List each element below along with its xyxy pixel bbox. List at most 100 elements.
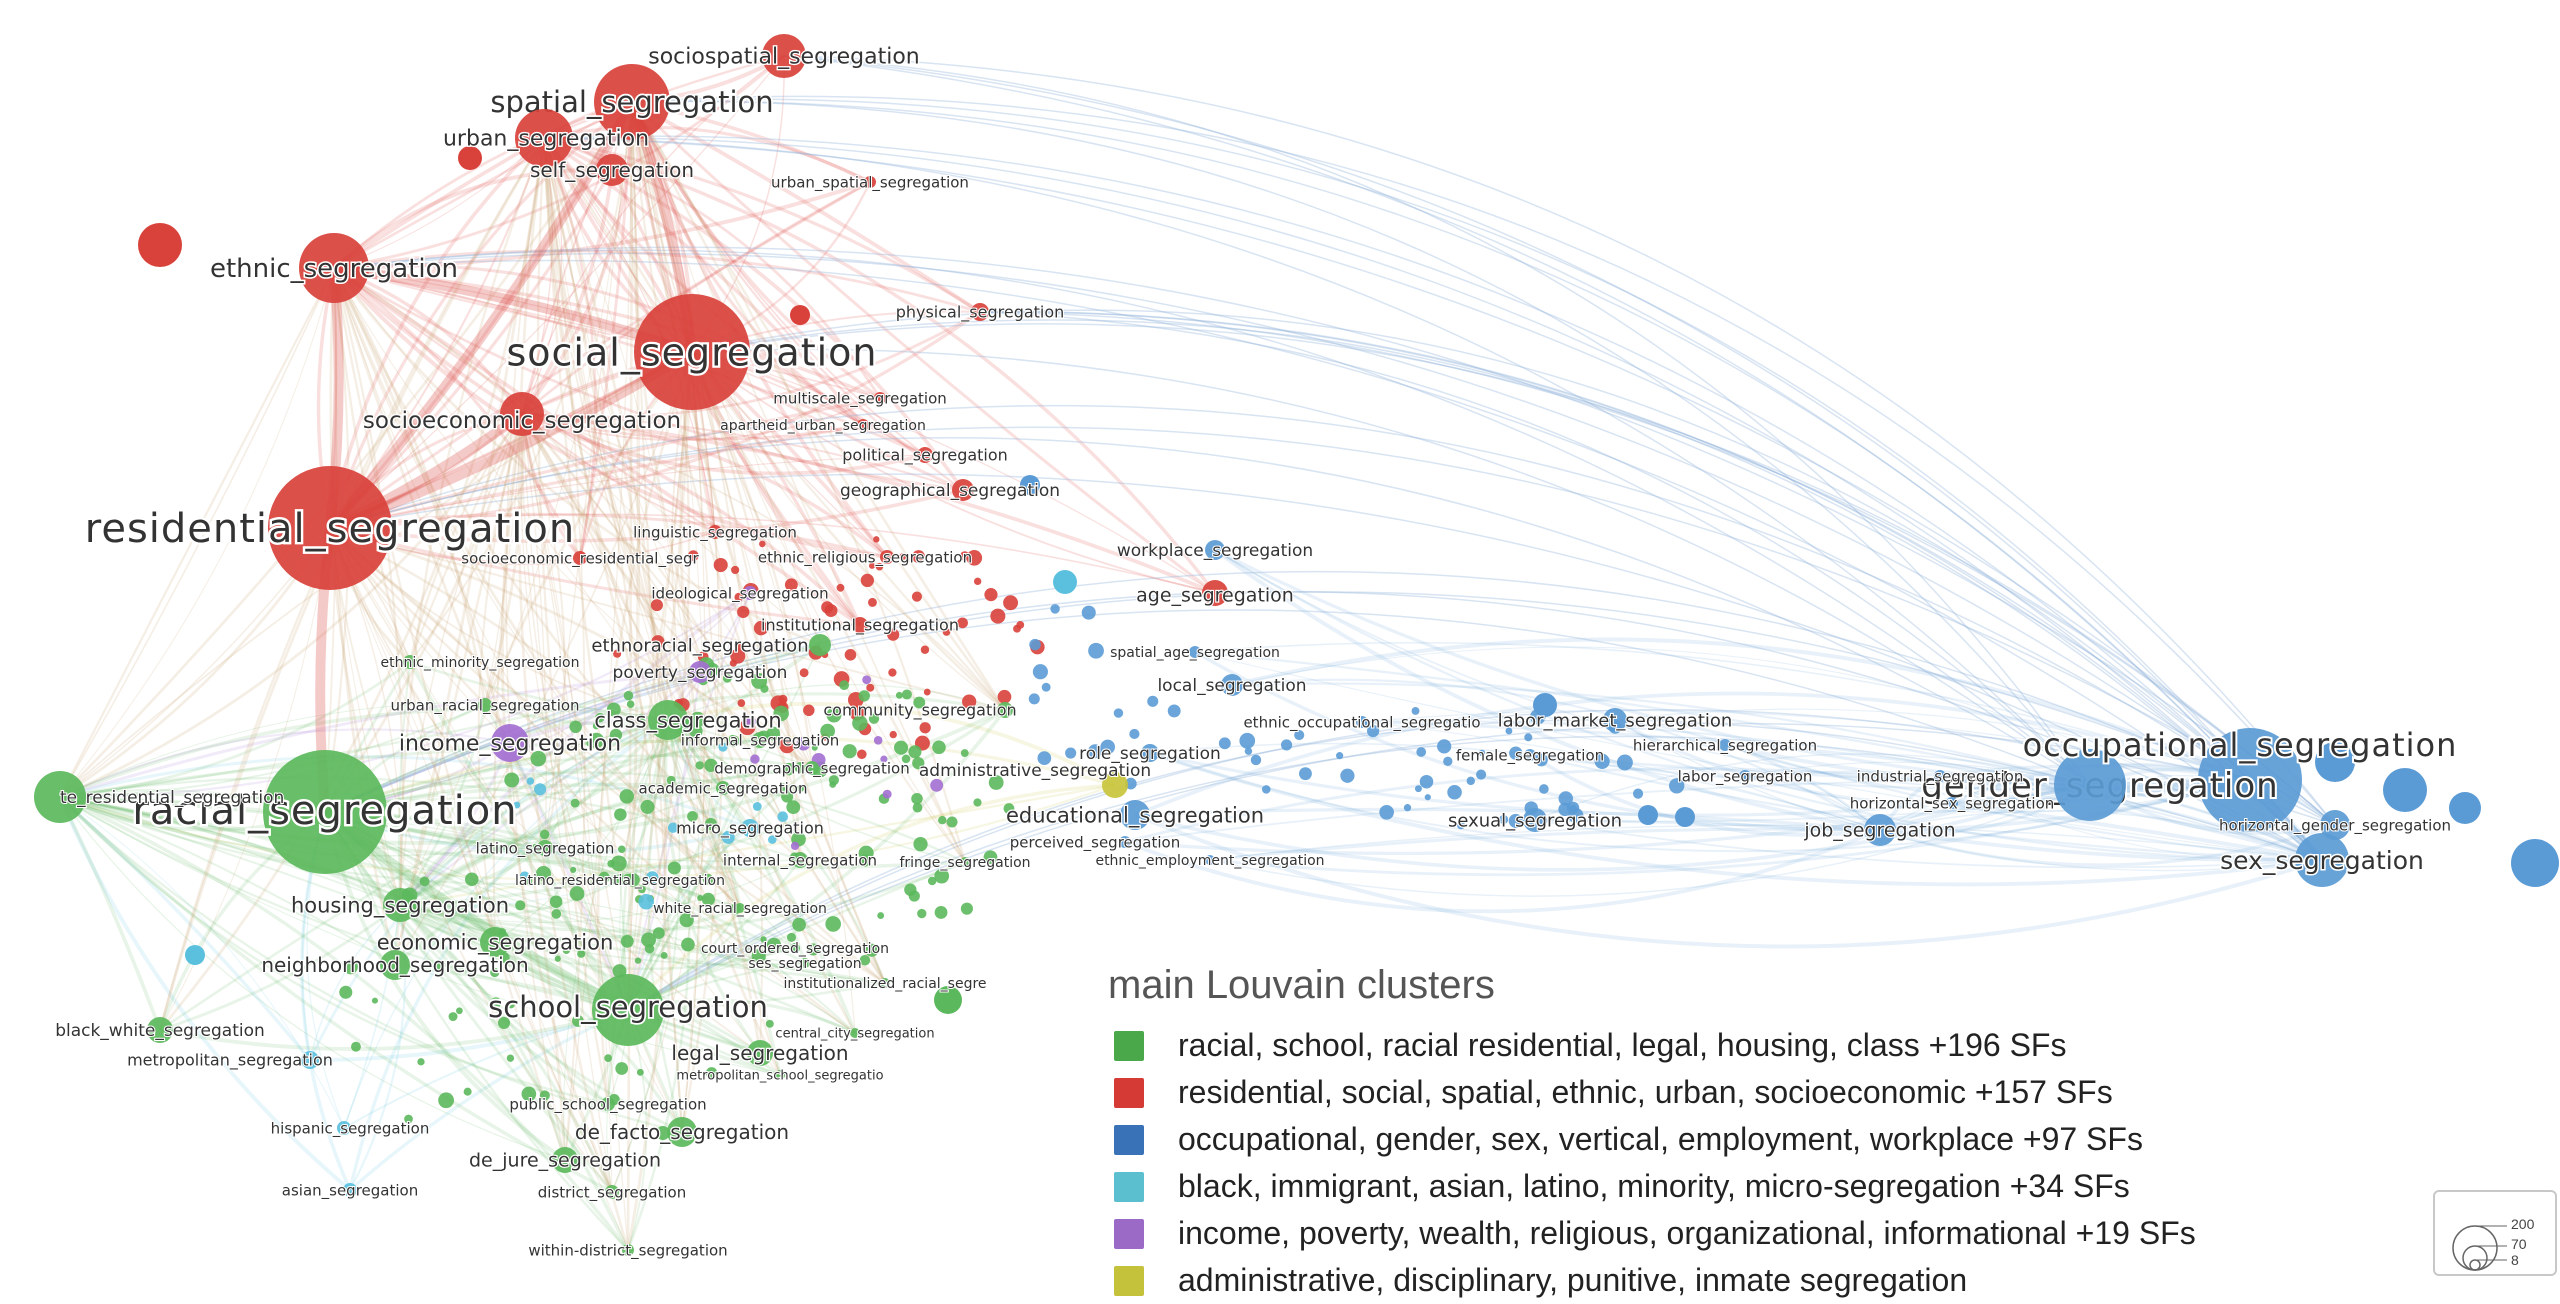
node-circle[interactable] (971, 303, 989, 321)
node-apartheid-urban-segregation[interactable]: apartheid_urban_segregation (719, 417, 927, 435)
node-circle[interactable] (1221, 674, 1243, 696)
node-circle[interactable] (800, 958, 810, 968)
node-horizontal-gender-segregation[interactable]: horizontal_gender_segregation (2218, 810, 2452, 840)
node-circle[interactable] (1189, 646, 1201, 658)
node-circle[interactable] (480, 927, 510, 957)
node-spatial-segregation[interactable]: spatial_segregation (489, 64, 775, 140)
node-circle[interactable] (2054, 749, 2126, 821)
node-central-city-segregation[interactable]: central_city_segregation (774, 1026, 935, 1043)
node-within-district-segregation[interactable]: within-district_segregation (527, 1240, 728, 1261)
node-circle[interactable] (552, 1147, 578, 1173)
node-school-segregation[interactable]: school_segregation (486, 974, 770, 1046)
node-demographic-segregation[interactable]: demographic_segregation (713, 758, 910, 779)
node-circle[interactable] (594, 64, 670, 140)
node-circle[interactable] (880, 550, 894, 564)
node-circle[interactable] (615, 875, 625, 885)
node-horizontal-sex-segregation[interactable]: horizontal_sex_segregation (1849, 793, 2056, 814)
node-circle[interactable] (403, 655, 417, 669)
node-circle[interactable] (1205, 540, 1225, 560)
node-circle[interactable] (708, 525, 722, 539)
node-circle[interactable] (1141, 744, 1159, 762)
node-circle[interactable] (1119, 836, 1131, 848)
node-circle[interactable] (880, 978, 890, 988)
node-circle[interactable] (747, 1040, 773, 1066)
node-circle[interactable] (299, 233, 369, 303)
node-de-facto-segregation[interactable]: de_facto_segregation (574, 1117, 790, 1147)
node-district-segregation[interactable]: district_segregation (537, 1182, 687, 1203)
node-racial-segregation[interactable]: racial_segregation (130, 750, 519, 874)
node-linguistic-segregation[interactable]: linguistic_segregation (632, 522, 798, 543)
node-circle[interactable] (2198, 728, 2302, 832)
node-ideological-segregation[interactable]: ideological_segregation (650, 583, 829, 604)
node-circle[interactable] (592, 974, 664, 1046)
node-circle[interactable] (792, 852, 808, 868)
node-circle[interactable] (2295, 833, 2349, 887)
node-circle[interactable] (997, 702, 1013, 718)
node-residential-segregation[interactable]: residential_segregation (82, 466, 577, 590)
node-circle[interactable] (634, 294, 750, 410)
node-circle[interactable] (34, 771, 86, 823)
node-circle[interactable] (1356, 716, 1368, 728)
node-spatial-age-segregation[interactable]: spatial_age_segregation (1109, 644, 1281, 662)
node-circle[interactable] (852, 617, 868, 633)
node-latino-residential-segregation[interactable]: latino_residential_segregation (514, 872, 726, 890)
node-self-segregation[interactable]: self_segregation (529, 154, 695, 186)
node-community-segregation[interactable]: community_segregation (822, 700, 1017, 722)
node-circle[interactable] (864, 176, 876, 188)
node-circle[interactable] (790, 943, 800, 953)
node-fringe-segregation[interactable]: fringe_segregation (898, 854, 1031, 872)
node-circle[interactable] (1864, 814, 1896, 846)
node-ses-segregation[interactable]: ses_segregation (747, 955, 862, 973)
node-income-segregation[interactable]: income_segregation (398, 724, 622, 762)
node-circle[interactable] (805, 761, 819, 775)
node-circle[interactable] (716, 781, 730, 795)
node-neighborhood-segregation[interactable]: neighborhood_segregation (260, 950, 530, 980)
node-sex-segregation[interactable]: sex_segregation (2219, 833, 2425, 887)
node-circle[interactable] (960, 857, 970, 867)
node-ethnoracial-segregation[interactable]: ethnoracial_segregation (590, 634, 831, 657)
node-white-racial-segregation[interactable]: white_racial_segregation (652, 900, 828, 918)
node-circle[interactable] (775, 1070, 785, 1080)
node-job-segregation[interactable]: job_segregation (1802, 814, 1957, 846)
node-political-segregation[interactable]: political_segregation (841, 445, 1009, 467)
node-circle[interactable] (573, 551, 587, 565)
node-circle[interactable] (337, 1121, 351, 1135)
node-social-segregation[interactable]: social_segregation (504, 294, 879, 410)
node-institutional-segregation[interactable]: institutional_segregation (760, 615, 960, 637)
node-workplace-segregation[interactable]: workplace_segregation (1116, 540, 1314, 562)
node-industrial-segregation[interactable]: industrial_segregation (1856, 766, 2025, 787)
node-economic-segregation[interactable]: economic_segregation (375, 927, 615, 957)
node-de-jure-segregation[interactable]: de_jure_segregation (468, 1147, 662, 1173)
node-circle[interactable] (478, 698, 492, 712)
node-latino-segregation[interactable]: latino_segregation (475, 838, 616, 859)
node-age-segregation[interactable]: age_segregation (1135, 580, 1295, 608)
node-role-segregation[interactable]: role_segregation (1078, 743, 1222, 765)
node-circle[interactable] (1603, 708, 1627, 732)
node-administrative-segregation[interactable]: administrative_segregation (918, 760, 1152, 798)
node-circle[interactable] (874, 392, 886, 404)
node-labor-segregation[interactable]: labor_segregation (1677, 766, 1814, 787)
node-circle[interactable] (752, 732, 768, 748)
node-circle[interactable] (491, 724, 529, 762)
node-hierarchical-segregation[interactable]: hierarchical_segregation (1632, 735, 1818, 756)
node-urban-racial-segregation[interactable]: urban_racial_segregation (389, 695, 580, 716)
node-circle[interactable] (667, 1117, 697, 1147)
node-ethnic-minority-segregation[interactable]: ethnic_minority_segregation (380, 654, 581, 672)
node-circle[interactable] (537, 840, 553, 856)
node-labor-market-segregation[interactable]: labor_market_segregation (1497, 708, 1733, 732)
node-circle[interactable] (515, 109, 573, 167)
node-legal-segregation[interactable]: legal_segregation (670, 1040, 850, 1066)
node-black-white-segregation[interactable]: black_white_segregation (54, 1017, 266, 1043)
node-te-residential-segregation[interactable]: te_residential_segregation (34, 771, 285, 823)
node-circle[interactable] (622, 1244, 634, 1256)
node-circle[interactable] (741, 819, 759, 837)
node-housing-segregation[interactable]: housing_segregation (290, 888, 510, 922)
node-court-ordered-segregation[interactable]: court_ordered_segregation (700, 940, 890, 958)
node-circle[interactable] (857, 419, 869, 431)
node-ethnic-religious-segregation[interactable]: ethnic_religious_segregation (757, 547, 973, 568)
node-sexual-segregation[interactable]: sexual_segregation (1447, 808, 1623, 832)
node-internal-segregation[interactable]: internal_segregation (722, 850, 878, 871)
node-sociospatial-segregation[interactable]: sociospatial_segregation (647, 34, 921, 78)
node-circle[interactable] (1524, 749, 1536, 761)
node-ethnic-employment-segregation[interactable]: ethnic_employment_segregation (1094, 852, 1325, 870)
